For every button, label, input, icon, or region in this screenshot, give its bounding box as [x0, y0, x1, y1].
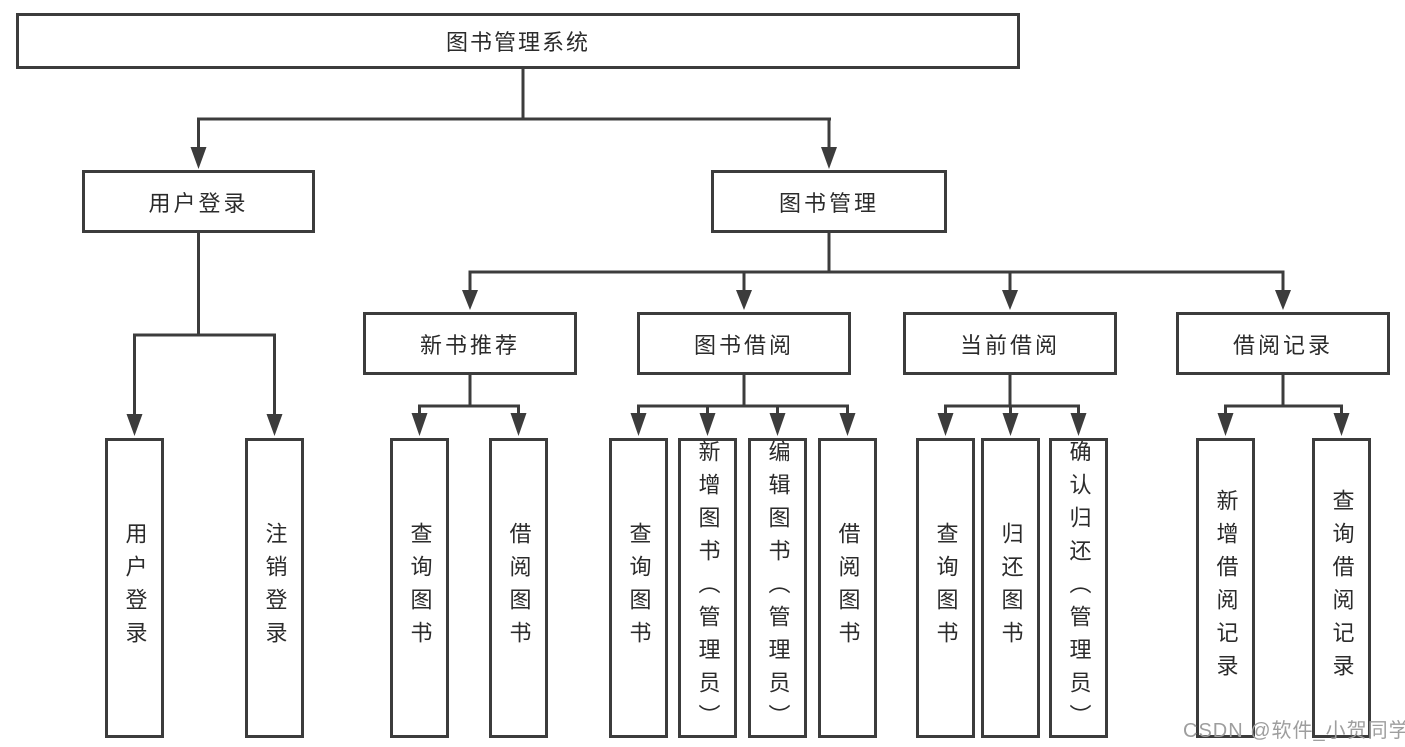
leaf-current-return-books: 归还图书 — [981, 438, 1040, 738]
node-user-login-label: 用户登录 — [148, 190, 249, 216]
leaf-borrow-add-books-admin: 新增图书（管理员） — [678, 438, 737, 738]
node-book-management: 图书管理 — [711, 170, 947, 233]
leaf-current-confirm-return-admin-label: 确认归还（管理员） — [1066, 439, 1092, 737]
leaf-borrow-edit-books-admin: 编辑图书（管理员） — [748, 438, 807, 738]
leaf-record-query-record-label: 查询借阅记录 — [1329, 489, 1355, 687]
leaf-borrow-query-books-label: 查询图书 — [626, 522, 652, 654]
node-book-management-label: 图书管理 — [778, 190, 879, 216]
leaf-borrow-edit-books-admin-label: 编辑图书（管理员） — [765, 439, 791, 737]
leaf-current-confirm-return-admin: 确认归还（管理员） — [1049, 438, 1108, 738]
connector-book-borrow-children — [630, 375, 856, 436]
leaf-newbook-borrow-books-label: 借阅图书 — [506, 522, 532, 654]
leaf-record-query-record: 查询借阅记录 — [1312, 438, 1371, 738]
connector-user-login-children — [126, 233, 283, 436]
leaf-newbook-borrow-books: 借阅图书 — [489, 438, 548, 738]
connector-book-management-children — [462, 233, 1291, 310]
leaf-logout-label: 注销登录 — [262, 522, 288, 654]
node-current-borrow: 当前借阅 — [903, 312, 1117, 375]
leaf-current-query-books-label: 查询图书 — [933, 522, 959, 654]
connector-new-book-children — [411, 375, 527, 436]
connector-root-to-level2 — [190, 69, 837, 169]
leaf-newbook-query-books: 查询图书 — [390, 438, 449, 738]
node-book-borrow: 图书借阅 — [637, 312, 851, 375]
connector-current-borrow-children — [937, 375, 1087, 436]
leaf-user-login-label: 用户登录 — [122, 522, 148, 654]
node-current-borrow-label: 当前借阅 — [959, 332, 1060, 358]
leaf-borrow-query-books: 查询图书 — [609, 438, 668, 738]
leaf-current-return-books-label: 归还图书 — [998, 522, 1024, 654]
leaf-user-login: 用户登录 — [105, 438, 164, 738]
node-user-login: 用户登录 — [82, 170, 315, 233]
leaf-logout: 注销登录 — [245, 438, 304, 738]
leaf-borrow-add-books-admin-label: 新增图书（管理员） — [695, 439, 721, 737]
node-new-book-recommend: 新书推荐 — [363, 312, 577, 375]
leaf-current-query-books: 查询图书 — [916, 438, 975, 738]
csdn-watermark: CSDN @软件_小贺同学 — [1183, 720, 1405, 742]
leaf-newbook-query-books-label: 查询图书 — [407, 522, 433, 654]
node-root-label: 图书管理系统 — [445, 30, 590, 55]
node-new-book-recommend-label: 新书推荐 — [419, 332, 520, 358]
leaf-borrow-borrow-books: 借阅图书 — [818, 438, 877, 738]
leaf-record-add-record: 新增借阅记录 — [1196, 438, 1255, 738]
connector-borrow-record-children — [1217, 375, 1350, 436]
node-book-borrow-label: 图书借阅 — [693, 332, 794, 358]
leaf-record-add-record-label: 新增借阅记录 — [1213, 489, 1239, 687]
node-root: 图书管理系统 — [16, 13, 1020, 69]
node-borrow-records: 借阅记录 — [1176, 312, 1390, 375]
node-borrow-records-label: 借阅记录 — [1232, 332, 1333, 358]
leaf-borrow-borrow-books-label: 借阅图书 — [835, 522, 861, 654]
